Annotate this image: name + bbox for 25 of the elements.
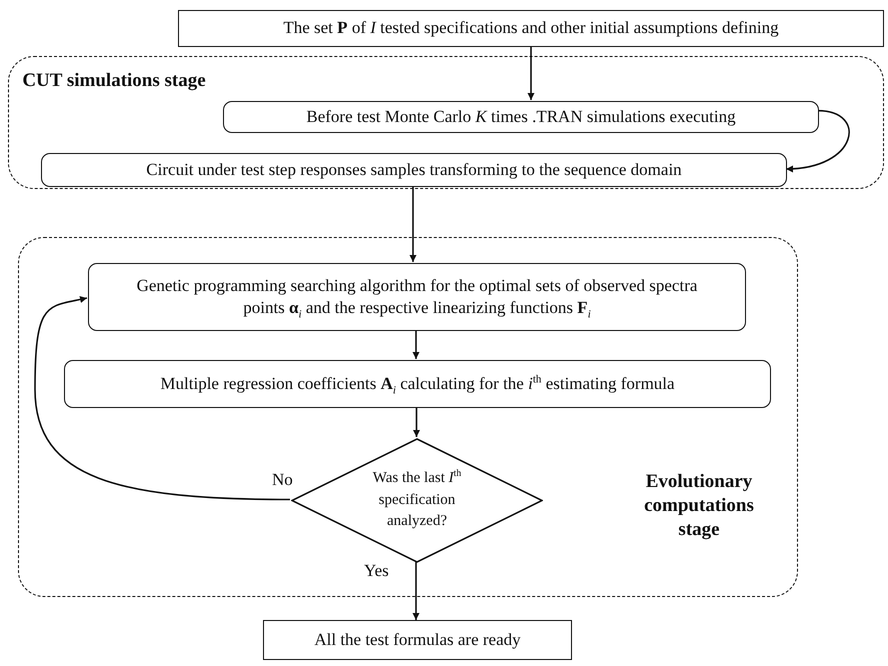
- process-box: [178, 10, 884, 47]
- arrow: [412, 562, 420, 620]
- step-text: Before test Monte Carlo K times .TRAN simulations executing: [306, 106, 736, 128]
- arrow: [528, 47, 534, 100]
- stage-container: [8, 56, 884, 189]
- process-box: [223, 101, 819, 133]
- process-box: [41, 153, 787, 187]
- decision-text: Was the last I$^{th}$ specification analyzed?: [372, 468, 462, 532]
- step-text: The set P of I tested specifications and other initial assumptions defining: [283, 17, 779, 40]
- step-text: Genetic programming searching algorithm for the optimal sets of observed spectra points α$_{i}$ and the respective linearizing functions F$_{i}$: [136, 274, 698, 320]
- step-text: All the test formulas are ready: [314, 628, 521, 651]
- process-box: [88, 263, 746, 331]
- step-text: Multiple regression coefficients A$_{i}$ calculating for the i$^{th}$ estimating formula: [160, 372, 675, 396]
- step-text: Circuit under test step responses samples transforming to the sequence domain: [146, 158, 682, 181]
- arrow: [413, 407, 420, 437]
- stage-label: Evolutionary computations stage: [643, 470, 755, 542]
- process-box: [64, 360, 771, 408]
- stage-label: CUT simulations stage: [21, 69, 207, 93]
- arrow: [410, 186, 416, 262]
- arrow: [786, 110, 850, 172]
- stage-container: [18, 237, 798, 597]
- process-box: [263, 620, 572, 660]
- arrow: [412, 330, 420, 359]
- arrow: [34, 296, 290, 500]
- decision-diamond: [291, 438, 543, 563]
